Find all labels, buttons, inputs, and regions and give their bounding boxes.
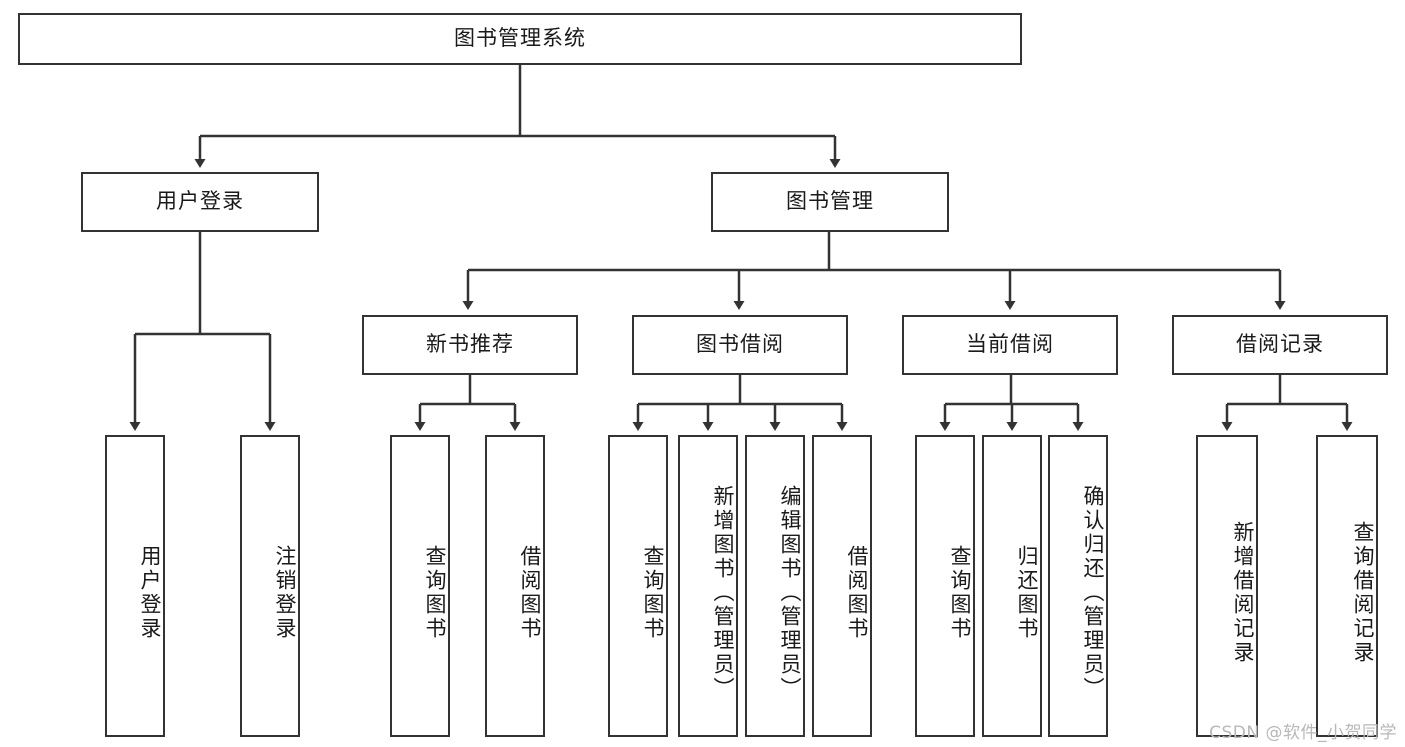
node-label: 查询图书 [641,545,665,641]
node-label: 图书管理 [786,189,874,214]
node-label: 图书管理系统 [454,26,586,51]
leaf-new-book-query[interactable]: 查询图书 [390,435,450,737]
leaf-book-borrow-edit[interactable]: 编辑图书（管理员） [745,435,805,737]
node-label: 查询图书 [948,545,972,641]
node-user-login[interactable]: 用户登录 [81,172,319,232]
node-label: 用户登录 [156,189,244,214]
leaf-book-borrow-query[interactable]: 查询图书 [608,435,668,737]
leaf-new-book-borrow[interactable]: 借阅图书 [485,435,545,737]
node-current-borrow[interactable]: 当前借阅 [902,315,1118,375]
node-book-management[interactable]: 图书管理 [711,172,949,232]
leaf-current-borrow-query[interactable]: 查询图书 [915,435,975,737]
node-label: 当前借阅 [966,332,1054,357]
node-label: 图书借阅 [696,332,784,357]
leaf-user-login-login[interactable]: 用户登录 [105,435,165,737]
node-root-system[interactable]: 图书管理系统 [18,13,1022,65]
leaf-book-borrow-borrow[interactable]: 借阅图书 [812,435,872,737]
node-borrow-record[interactable]: 借阅记录 [1172,315,1388,375]
node-label: 新增图书（管理员） [711,485,735,701]
node-label: 查询图书 [423,545,447,641]
node-label: 编辑图书（管理员） [778,485,802,701]
leaf-user-login-logout[interactable]: 注销登录 [240,435,300,737]
node-label: 注销登录 [273,545,297,641]
node-label: 借阅图书 [518,545,542,641]
node-label: 确认归还（管理员） [1081,485,1105,701]
node-label: 借阅图书 [845,545,869,641]
node-label: 归还图书 [1015,545,1039,641]
node-book-borrow[interactable]: 图书借阅 [632,315,848,375]
leaf-current-borrow-return[interactable]: 归还图书 [982,435,1042,737]
leaf-borrow-record-add[interactable]: 新增借阅记录 [1196,435,1258,737]
node-label: 新书推荐 [426,332,514,357]
node-new-book-recommend[interactable]: 新书推荐 [362,315,578,375]
leaf-borrow-record-query[interactable]: 查询借阅记录 [1316,435,1378,737]
node-label: 查询借阅记录 [1351,521,1375,665]
leaf-current-borrow-confirm-return[interactable]: 确认归还（管理员） [1048,435,1108,737]
node-label: 用户登录 [138,545,162,641]
leaf-book-borrow-add[interactable]: 新增图书（管理员） [678,435,738,737]
watermark-text: CSDN @软件_小贺同学 [1209,723,1397,743]
node-label: 借阅记录 [1236,332,1324,357]
node-label: 新增借阅记录 [1231,521,1255,665]
